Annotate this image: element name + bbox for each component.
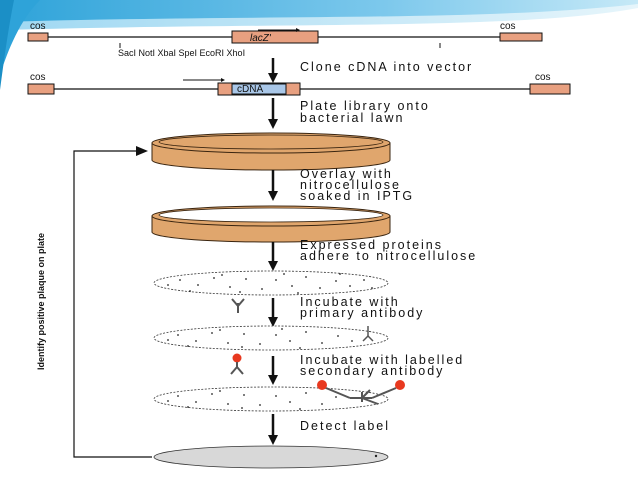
step-plate-line1: Plate library onto (300, 99, 430, 113)
detection-film (153, 445, 389, 469)
petri-dish-lawn (151, 132, 391, 171)
primary-antibody-icon (231, 298, 245, 313)
step-express-line1: Expressed proteins (300, 238, 443, 252)
membrane-expressed (153, 270, 389, 296)
vector-bottom-right-cos: cos (535, 72, 551, 83)
side-label: Identify positive plaque on plate (36, 233, 46, 370)
header-decoration (0, 0, 638, 90)
vector-top-left-arm (27, 32, 49, 42)
restriction-sites: SacI NotI XbaI SpeI EcoRI XhoI (118, 48, 245, 58)
bound-labelled-antibody-icon (317, 380, 405, 405)
feedback-loop (73, 146, 152, 458)
vector-top-right-cos: cos (500, 21, 516, 32)
step-overlay-line2: nitrocellulose (300, 178, 401, 192)
feedback-arrow-head (136, 146, 148, 156)
vector-top-left-cos: cos (30, 21, 46, 32)
cdna-label: cDNA (237, 84, 263, 95)
secondary-antibody-icon (230, 353, 244, 375)
vector-top: cos cos lacZ' SacI NotI XbaI SpeI EcoRI … (27, 21, 543, 58)
step-primary-line1: Incubate with (300, 295, 400, 309)
step-primary-line2: primary antibody (300, 306, 424, 320)
vector-bottom-right-arm (529, 83, 571, 95)
vector-bottom: cos cos cDNA (27, 72, 571, 96)
step-express-line2: adhere to nitrocellulose (300, 249, 477, 263)
vector-top-right-arm (499, 32, 543, 42)
positive-signal-spot (374, 454, 378, 458)
step-overlay-line1: Overlay with (300, 167, 393, 181)
step-detect-text: Detect label (300, 419, 390, 433)
petri-dish-overlay (151, 205, 391, 243)
step-plate-line2: bacterial lawn (300, 111, 404, 125)
membrane-primary (153, 325, 389, 351)
bound-primary-antibody-icon (362, 326, 374, 342)
step-overlay-line3: soaked in IPTG (300, 189, 414, 203)
vector-bottom-left-cos: cos (30, 72, 46, 83)
vector-bottom-left-arm (27, 83, 55, 95)
lacz-insert (231, 30, 319, 44)
step-clone-text: Clone cDNA into vector (300, 60, 473, 74)
step-secondary-line1: Incubate with labelled (300, 353, 464, 367)
cdna-insert (231, 83, 287, 95)
lacz-label: lacZ' (250, 33, 272, 44)
membrane-secondary (153, 380, 405, 412)
step-secondary-line2: secondary antibody (300, 364, 444, 378)
